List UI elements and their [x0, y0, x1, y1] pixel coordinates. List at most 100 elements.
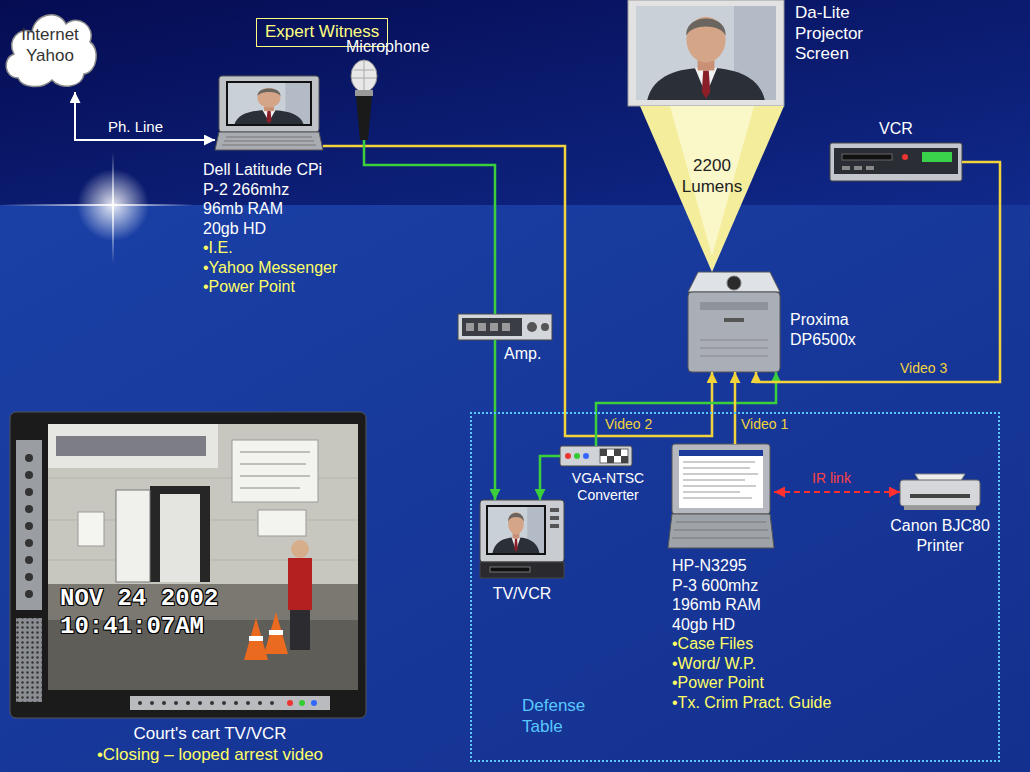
arrest-video-frame — [56, 436, 206, 456]
device-caption: Canon BJC80 Printer — [884, 516, 996, 555]
microphone-icon — [351, 60, 377, 140]
amplifier-icon — [462, 318, 522, 336]
laptop-icon — [683, 462, 755, 463]
laptop-icon — [668, 444, 774, 548]
vcr-icon — [922, 152, 952, 162]
caption-block: Amp. — [504, 344, 541, 364]
arrest-video-frame — [258, 510, 306, 536]
arrest-video-frame — [269, 630, 283, 635]
cart-tv-icon — [258, 701, 262, 705]
microphone-icon — [351, 60, 377, 92]
timestamp-overlay: 10:41:07AM — [60, 614, 204, 640]
node-label: 2200 Lumens — [677, 156, 747, 197]
converter-icon — [560, 446, 632, 466]
cart-tv-icon — [162, 701, 166, 705]
audio-cable — [364, 140, 495, 314]
amplifier-icon — [527, 322, 537, 332]
laptop-icon — [672, 538, 770, 539]
vcr-icon — [842, 166, 850, 170]
video-cable — [756, 162, 1000, 382]
arrest-video-frame — [240, 464, 306, 465]
microphone-icon — [356, 96, 372, 140]
cart-tv-icon — [270, 701, 274, 705]
projector-screen-icon — [628, 0, 784, 106]
projector-device: Proxima DP6500x — [688, 272, 780, 372]
device-caption: •Tx. Crim Pract. Guide — [672, 693, 831, 713]
cart-tv-icon — [25, 590, 33, 598]
arrest-video-frame — [291, 540, 309, 558]
connector-label: Video 3 — [900, 360, 947, 376]
laptop-icon — [679, 450, 763, 508]
video-cable — [323, 146, 712, 436]
arrest-video-frame — [78, 512, 104, 546]
projector-icon — [688, 272, 780, 372]
device-caption: 96mb RAM — [203, 199, 337, 219]
projector-icon — [688, 292, 780, 372]
device-caption: Da-Lite Projector Screen — [795, 3, 887, 65]
vcr-icon — [902, 154, 908, 160]
projector-screen-icon — [636, 6, 776, 100]
cart-tv-icon — [10, 412, 366, 718]
device-caption: HP-N3295 — [672, 556, 831, 576]
cart-tv-icon — [198, 701, 202, 705]
cloud-node: Internet Yahoo — [0, 0, 100, 92]
converter-icon — [560, 446, 632, 466]
cart-tv-device: Court's cart TV/VCR•Closing – looped arr… — [10, 412, 366, 718]
projector-icon — [724, 318, 744, 322]
amplifier-icon — [541, 323, 549, 331]
cart-tv-icon — [150, 701, 154, 705]
device-caption: Microphone — [346, 37, 430, 57]
arrest-video-frame — [48, 424, 218, 468]
cart-tv-icon — [174, 701, 178, 705]
tv-vcr-icon — [550, 524, 559, 528]
laptop-icon — [226, 137, 312, 138]
cart-tv-icon — [299, 700, 305, 706]
printer-icon — [904, 506, 976, 510]
arrest-video-frame — [150, 486, 210, 582]
vcr-icon — [834, 148, 958, 174]
caption-block: VCR — [830, 119, 962, 139]
connector-label: Video 2 — [605, 416, 652, 432]
laptop-icon — [226, 81, 312, 126]
device-caption: Proxima DP6500x — [790, 310, 874, 349]
arrest-video-frame — [240, 452, 310, 453]
tv-vcr-icon — [480, 500, 564, 562]
cart-tv-icon — [25, 454, 33, 462]
projector-icon — [700, 348, 768, 349]
cart-tv-icon — [25, 556, 33, 564]
beam-highlight — [670, 106, 754, 256]
caption-block: Dell Latitude CPiP-2 266mhz96mb RAM20gb … — [203, 160, 337, 297]
connector-label: Ph. Line — [108, 119, 163, 135]
arrest-video-frame — [232, 440, 318, 502]
converter-icon — [621, 456, 628, 463]
converter-device: VGA-NTSC Converter — [560, 446, 632, 466]
cart-tv-icon — [246, 701, 250, 705]
caption-block: Proxima DP6500x — [790, 310, 874, 349]
table-region: Defense TableVGA-NTSC ConverterTV/VCRHP-… — [470, 412, 1000, 762]
converter-icon — [565, 453, 571, 459]
video-cable — [734, 372, 737, 444]
arrest-video-frame — [116, 490, 150, 582]
cart-tv-icon — [25, 573, 33, 581]
video-cable — [596, 372, 776, 446]
device-caption: •Case Files — [672, 634, 831, 654]
arrest-video-frame — [240, 488, 300, 489]
laptop-icon — [683, 474, 758, 475]
cart-tv-icon — [130, 696, 330, 710]
device-caption: 196mb RAM — [672, 595, 831, 615]
vcr-icon — [854, 166, 862, 170]
device-caption: •Word/ W.P. — [672, 654, 831, 674]
caption-block: Microphone — [346, 37, 430, 57]
cart-tv-icon — [25, 522, 33, 530]
laptop-device: Dell Latitude CPiP-2 266mhz96mb RAM20gb … — [215, 76, 323, 152]
device-caption: Dell Latitude CPi — [203, 160, 337, 180]
laptop-icon — [224, 141, 314, 142]
converter-icon — [614, 449, 621, 456]
printer-icon — [900, 474, 980, 510]
converter-icon — [574, 453, 580, 459]
tv-vcr-icon — [480, 562, 564, 578]
projector-screen-icon — [628, 0, 784, 106]
cloud-outline — [6, 15, 96, 87]
